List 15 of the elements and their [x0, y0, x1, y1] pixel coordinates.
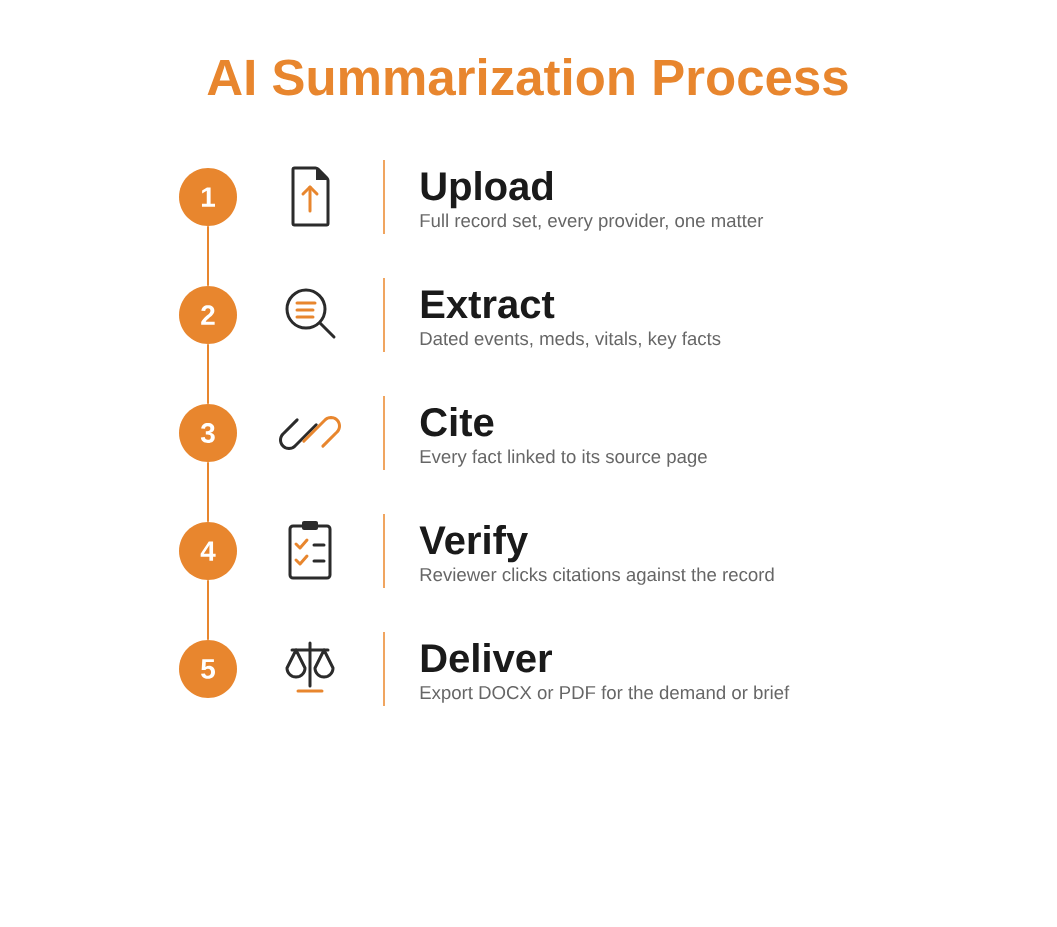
step-description: Export DOCX or PDF for the demand or brief [420, 685, 790, 703]
connector-line [207, 579, 209, 641]
step-title: Deliver [421, 643, 552, 673]
step-description: Every fact linked to its source page [420, 449, 707, 467]
connector-line [207, 461, 209, 523]
step-title: Verify [419, 525, 528, 563]
connector-line [207, 343, 209, 405]
step-title: Extract [421, 290, 555, 319]
step-title: Cite [420, 407, 494, 437]
connector-line [207, 225, 209, 287]
step-description: Full record set, every provider, one matter [420, 213, 764, 231]
title: AI Summarization Process [207, 58, 848, 96]
step-title: Upload [421, 171, 553, 209]
step-description: Reviewer clicks citations against the record [420, 567, 774, 585]
step-description: Dated events, meds, vitals, key facts [420, 331, 721, 349]
